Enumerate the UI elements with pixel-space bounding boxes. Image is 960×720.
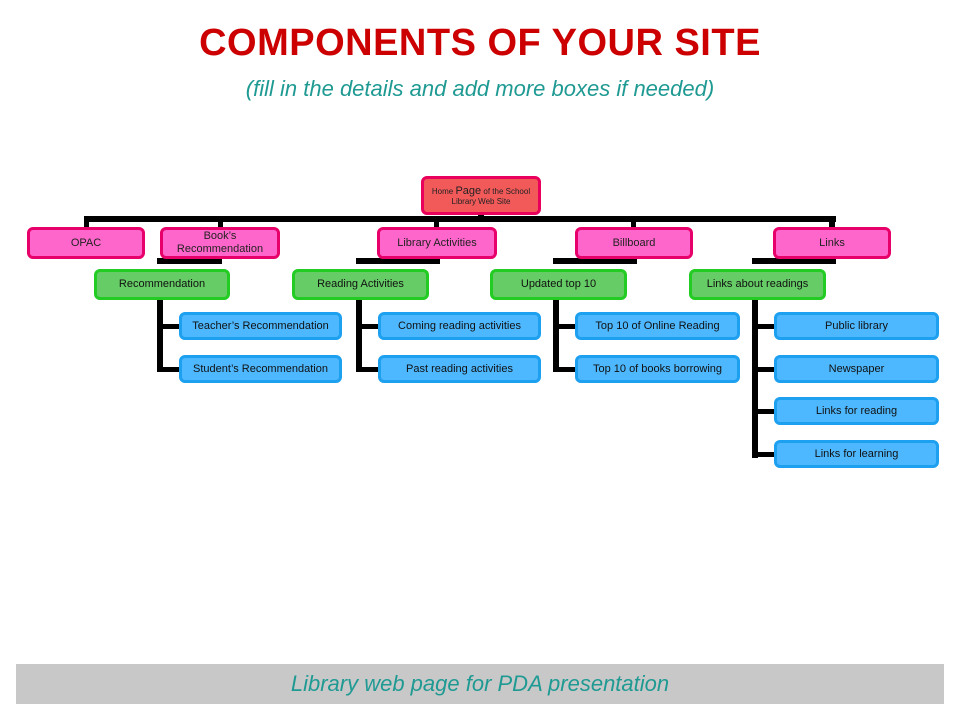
node-opac: OPAC [27,227,145,259]
connector-activities-reading [356,258,440,264]
node-teacher-recommendation: Teacher’s Recommendation [179,312,342,340]
connector-books-recommendation [157,258,222,264]
footer-text: Library web page for PDA presentation [290,671,670,696]
footer-bar: Library web page for PDA presentation [16,664,944,704]
connector-activities [434,216,439,228]
node-library-activities: Library Activities [377,227,497,259]
connector-newspaper [752,367,776,372]
connector-coming [356,324,380,329]
node-top10-online-reading: Top 10 of Online Reading [575,312,740,340]
connector-online [553,324,577,329]
node-coming-reading-activities: Coming reading activities [378,312,541,340]
connector-links-reading [752,409,776,414]
node-past-reading-activities: Past reading activities [378,355,541,383]
connector-billboard-top10 [553,258,637,264]
connector-teacher [157,324,181,329]
connector-opac [84,216,89,228]
connector-billboard [631,216,636,228]
connector-reading-trunk [356,298,362,372]
node-newspaper: Newspaper [774,355,939,383]
connector-links-trunk [752,298,758,458]
node-student-recommendation: Student’s Recommendation [179,355,342,383]
connector-recommendation-trunk [157,298,163,372]
connector-links-readings [752,258,836,264]
connector-past [356,367,380,372]
root-node-line1: Home Page of the School [431,184,531,197]
node-reading-activities: Reading Activities [292,269,429,300]
connector-level1-bar [84,216,836,222]
root-node-line2: Library Web Site [451,197,511,207]
connector-books [218,216,223,228]
page-subtitle: (fill in the details and add more boxes … [245,76,715,101]
node-links-about-readings: Links about readings [689,269,826,300]
connector-top10-trunk [553,298,559,372]
node-recommendation: Recommendation [94,269,230,300]
node-links-for-reading: Links for reading [774,397,939,425]
connector-links [829,216,835,228]
node-public-library: Public library [774,312,939,340]
node-links: Links [773,227,891,259]
connector-links-learning [752,452,776,457]
connector-borrowing [553,367,577,372]
node-updated-top-10: Updated top 10 [490,269,627,300]
connector-student [157,367,181,372]
node-billboard: Billboard [575,227,693,259]
connector-public [752,324,776,329]
page-title: COMPONENTS OF YOUR SITE [199,22,761,64]
node-books-recommendation: Book’s Recommendation [160,227,280,259]
root-node-home-page: Home Page of the School Library Web Site [421,176,541,215]
node-links-for-learning: Links for learning [774,440,939,468]
node-top10-books-borrowing: Top 10 of books borrowing [575,355,740,383]
